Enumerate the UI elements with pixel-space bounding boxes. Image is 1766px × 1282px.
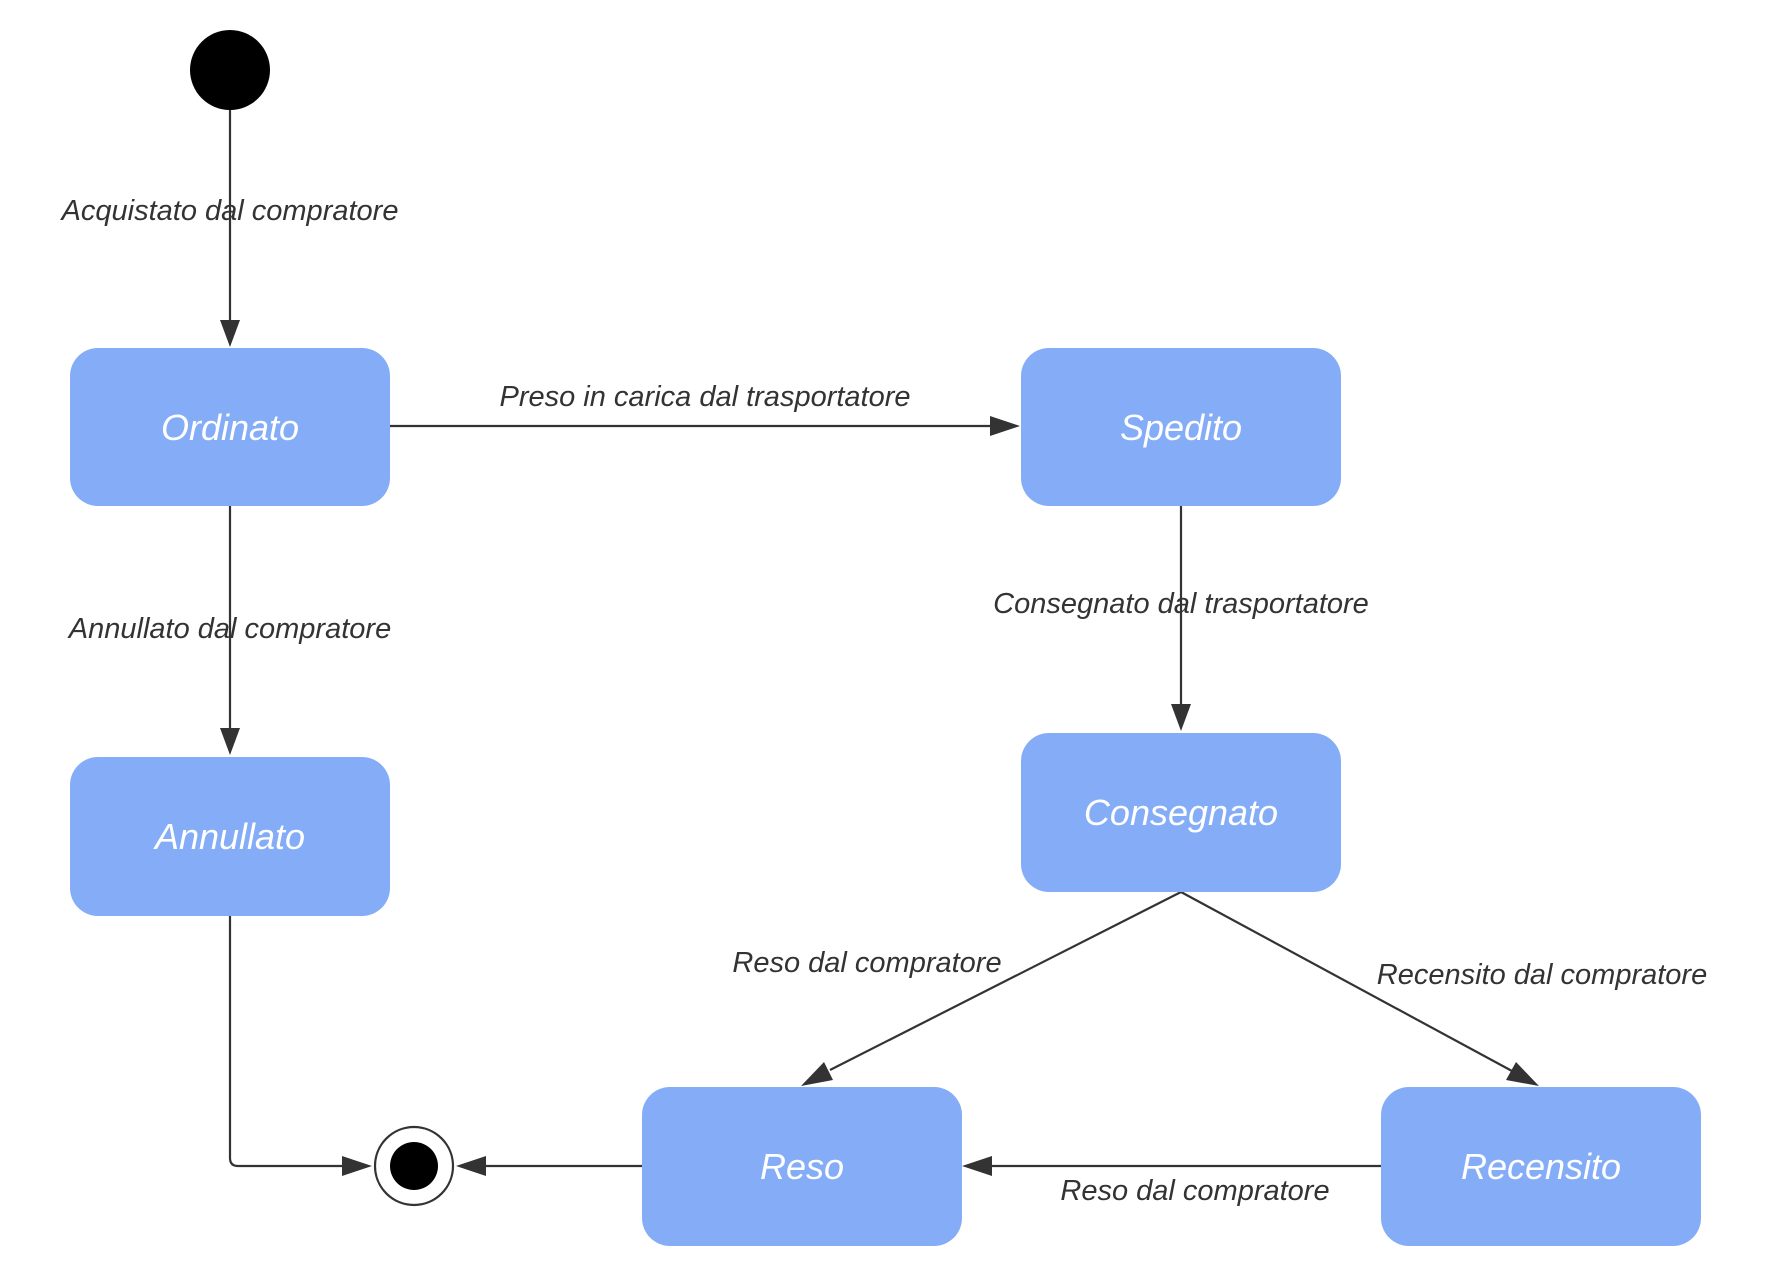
edge-label-ordinato-to-annullato: Annullato dal compratore bbox=[67, 613, 391, 645]
edge-label-recensito-to-reso: Reso dal compratore bbox=[1060, 1175, 1329, 1207]
edge-label-consegnato-to-reso: Reso dal compratore bbox=[732, 947, 1001, 979]
state-annullato: Annullato bbox=[70, 757, 390, 916]
state-label-annullato: Annullato bbox=[153, 816, 305, 857]
state-recensito: Recensito bbox=[1381, 1087, 1701, 1246]
edge-consegnato-to-reso bbox=[801, 891, 1182, 1086]
state-ordinato: Ordinato bbox=[70, 348, 390, 506]
edge-ordinato-to-annullato bbox=[220, 506, 240, 755]
state-label-recensito: Recensito bbox=[1461, 1146, 1621, 1187]
edge-label-consegnato-to-recensito: Recensito dal compratore bbox=[1377, 959, 1707, 991]
final-state-node bbox=[373, 1125, 455, 1207]
edge-recensito-to-reso bbox=[962, 1156, 1381, 1176]
edge-label-spedito-to-consegnato: Consegnato dal trasportatore bbox=[993, 588, 1369, 620]
edge-annullato-to-final bbox=[228, 916, 372, 1176]
state-label-ordinato: Ordinato bbox=[161, 407, 299, 448]
edge-label-start-to-ordinato: Acquistato dal compratore bbox=[60, 195, 399, 227]
edge-start-to-ordinato bbox=[220, 110, 240, 347]
state-consegnato: Consegnato bbox=[1021, 733, 1341, 892]
state-spedito: Spedito bbox=[1021, 348, 1341, 506]
state-reso: Reso bbox=[642, 1087, 962, 1246]
edge-ordinato-to-spedito bbox=[390, 416, 1020, 436]
edge-reso-to-final bbox=[456, 1156, 642, 1176]
edge-consegnato-to-recensito bbox=[1180, 891, 1539, 1086]
state-label-spedito: Spedito bbox=[1120, 407, 1242, 448]
edge-label-ordinato-to-spedito: Preso in carica dal trasportatore bbox=[499, 381, 910, 413]
initial-state-node bbox=[190, 30, 270, 110]
edge-spedito-to-consegnato bbox=[1171, 506, 1191, 731]
state-label-consegnato: Consegnato bbox=[1084, 792, 1278, 833]
state-label-reso: Reso bbox=[760, 1146, 844, 1187]
